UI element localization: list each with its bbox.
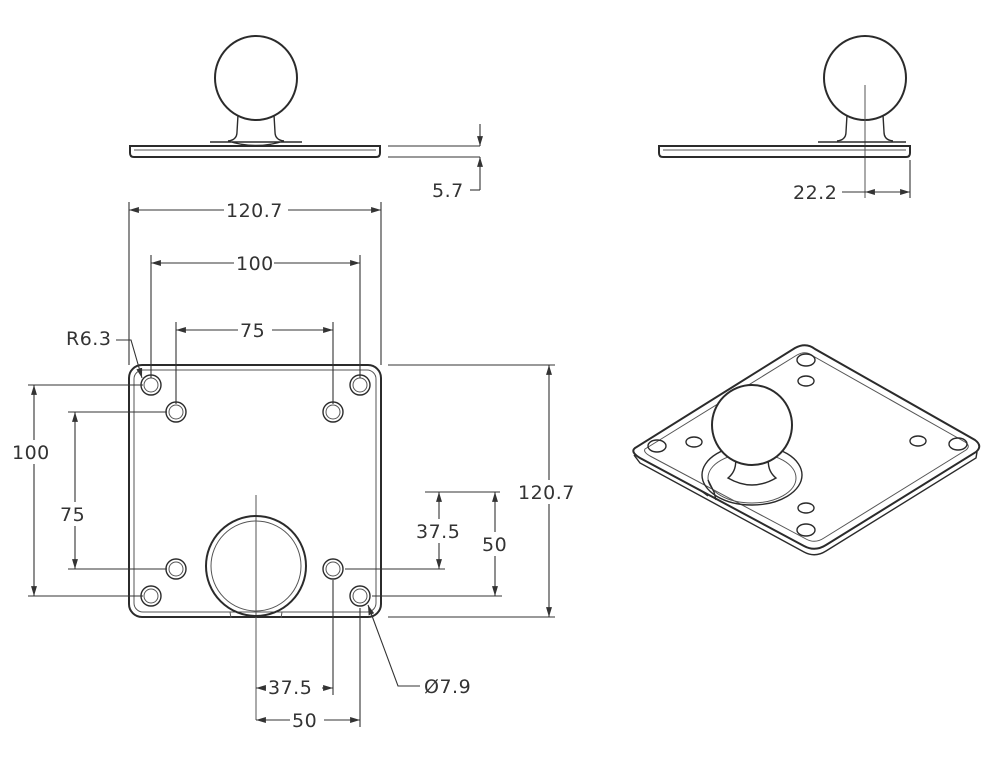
side-plate (129, 145, 381, 158)
end-view: 22.2 (658, 35, 911, 204)
thickness-label: 5.7 (432, 180, 464, 202)
hole (349, 585, 371, 607)
iso-plate-top (632, 344, 981, 550)
side-view: 5.7 (129, 35, 483, 202)
overall-width-label: 120.7 (226, 200, 283, 222)
bolt-height-75-label: 75 (60, 504, 85, 526)
ball-base-circle (205, 515, 307, 617)
offset-50-horizontal-label: 50 (292, 710, 317, 732)
top-view: 120.7 100 75 R6.3 120.7 100 75 (10, 198, 584, 732)
corner-radius-label: R6.3 (66, 328, 111, 350)
ball-neck (836, 114, 894, 142)
ball-neck (227, 114, 285, 142)
bolt-height-100-label: 100 (12, 442, 50, 464)
ball-neck-base (210, 140, 302, 147)
offset-37-5-horizontal-label: 37.5 (268, 677, 312, 699)
ball (214, 35, 298, 121)
offset-37-5-vertical-label: 37.5 (416, 521, 460, 543)
plate-outline (128, 364, 382, 618)
offset-50-vertical-label: 50 (482, 534, 507, 556)
bolt-width-100-label: 100 (236, 253, 274, 275)
overall-height-label: 120.7 (518, 482, 575, 504)
iso-ball (711, 384, 793, 466)
offset-label: 22.2 (793, 182, 837, 204)
isometric-view (632, 344, 981, 556)
bolt-width-75-label: 75 (240, 320, 265, 342)
iso-plate-edge (633, 451, 978, 556)
end-plate (658, 145, 911, 158)
hole-diameter-label: Ø7.9 (424, 676, 471, 698)
hole (322, 558, 344, 580)
